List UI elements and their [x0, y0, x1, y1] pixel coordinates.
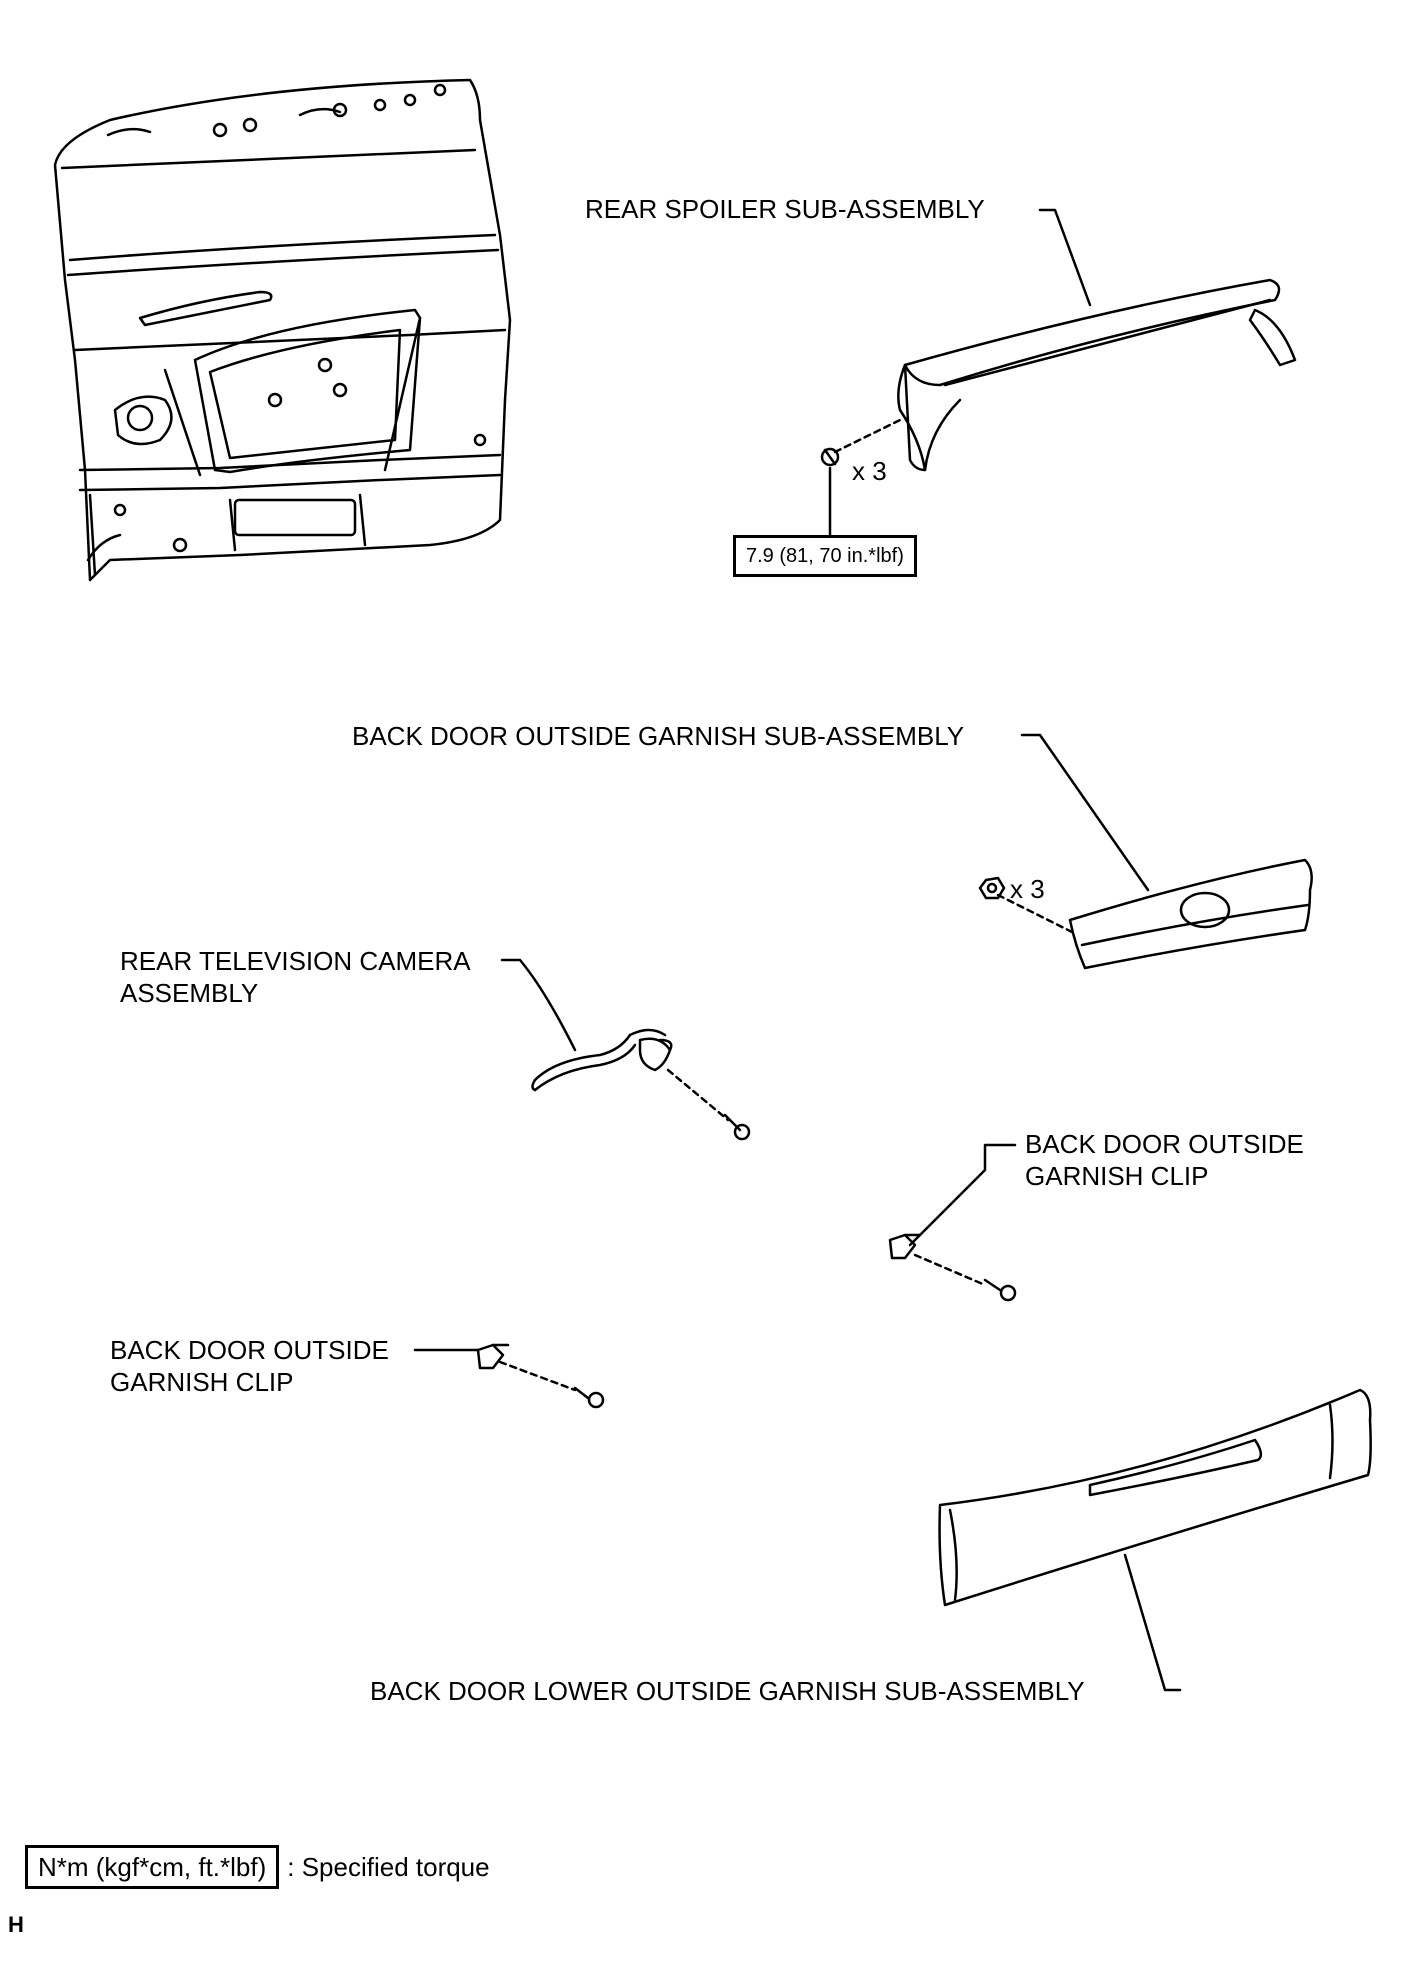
lower-garnish-drawing [938, 1388, 1372, 1607]
garnish-nut-path [996, 893, 1074, 934]
rear-camera-label: REAR TELEVISION CAMERA ASSEMBLY [120, 946, 471, 1008]
torque-legend-description: : Specified torque [287, 1852, 490, 1882]
rear-spoiler-drawing [897, 278, 1297, 472]
clip-right-label: BACK DOOR OUTSIDE GARNISH CLIP [1025, 1129, 1304, 1191]
spoiler-torque-box: 7.9 (81, 70 in.*lbf) [733, 535, 917, 577]
clip-right-screw-path [913, 1253, 987, 1287]
clip-left-screw-path [498, 1360, 577, 1392]
torque-unit-box: N*m (kgf*cm, ft.*lbf) [25, 1845, 280, 1889]
rear-spoiler-label: REAR SPOILER SUB-ASSEMBLY [585, 194, 985, 224]
rear-spoiler-leader [1038, 208, 1092, 307]
spoiler-bolt-path [833, 418, 902, 454]
spoiler-bolt-quantity: x 3 [852, 456, 887, 486]
spoiler-bolt-icon [820, 447, 840, 467]
camera-screw-path [666, 1068, 730, 1122]
garnish-nut-quantity: x 3 [1010, 874, 1045, 904]
clip-right-drawing [888, 1233, 922, 1260]
clip-right-leader [908, 1143, 1017, 1247]
camera-screw-icon [723, 1113, 751, 1141]
camera-leader [500, 958, 577, 1052]
garnish-nut-icon [978, 876, 1006, 900]
rear-camera-drawing [531, 1028, 673, 1092]
outside-garnish-drawing [1068, 858, 1313, 970]
clip-left-screw-icon [573, 1386, 605, 1409]
clip-right-screw-icon [983, 1278, 1017, 1302]
torque-legend: N*m (kgf*cm, ft.*lbf) : Specified torque [25, 1845, 490, 1889]
outside-garnish-label: BACK DOOR OUTSIDE GARNISH SUB-ASSEMBLY [352, 721, 965, 751]
figure-code: H [8, 1912, 24, 1937]
outside-garnish-leader [1020, 733, 1150, 892]
lower-garnish-label: BACK DOOR LOWER OUTSIDE GARNISH SUB-ASSE… [370, 1676, 1085, 1706]
back-door-panel [53, 78, 512, 582]
clip-left-label: BACK DOOR OUTSIDE GARNISH CLIP [110, 1335, 389, 1397]
clip-left-drawing [476, 1343, 510, 1370]
lower-garnish-leader [1123, 1553, 1182, 1692]
